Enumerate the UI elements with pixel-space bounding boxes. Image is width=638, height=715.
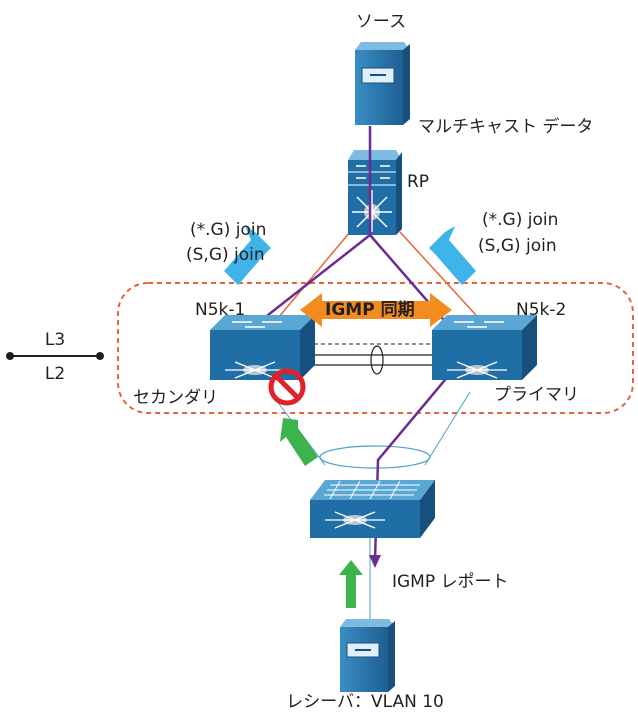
report-arrow-upper — [280, 418, 318, 466]
secondary-label: セカンダリ — [133, 388, 218, 408]
port-channel-ellipse — [319, 445, 431, 469]
uplink-n5k1 — [267, 231, 351, 331]
access-switch-icon — [310, 480, 435, 538]
source-label: ソース — [355, 12, 407, 32]
n5k-1-label: N5k-1 — [195, 300, 246, 320]
l3-l2-boundary — [6, 352, 104, 360]
join-arrow-right — [429, 226, 476, 285]
left-join-s-g-label: (S,G) join — [186, 245, 265, 265]
rp-label: RP — [407, 172, 430, 192]
join-arrow-left — [224, 226, 271, 285]
igmp-sync-arrow — [300, 293, 452, 327]
l3-label: L3 — [44, 330, 66, 350]
report-arrow-lower — [339, 560, 363, 608]
primary-label: プライマリ — [494, 385, 579, 405]
receiver-server-icon — [340, 619, 395, 692]
vpc-domain-boundary — [117, 282, 634, 414]
igmp-sync-label: IGMP 同期 — [325, 300, 415, 320]
flow-arrowhead-right — [369, 555, 381, 568]
l2-label: L2 — [44, 364, 66, 384]
rp-switch-icon — [348, 150, 402, 235]
left-join-star-g-label: (*.G) join — [190, 220, 267, 240]
right-join-star-g-label: (*.G) join — [482, 210, 559, 230]
peer-link — [300, 343, 432, 375]
blocked-forwarding-icon — [268, 368, 306, 406]
downlink-n5k2 — [424, 391, 471, 466]
uplink-n5k2 — [399, 231, 486, 326]
receiver-label: レシーバ：VLAN 10 — [286, 692, 444, 712]
right-join-s-g-label: (S,G) join — [478, 236, 557, 256]
n5k-1-switch-icon — [210, 315, 315, 380]
n5k-2-switch-icon — [432, 315, 537, 380]
igmp-report-label: IGMP レポート — [392, 572, 509, 592]
n5k-2-label: N5k-2 — [516, 300, 567, 320]
source-server-icon — [355, 42, 410, 125]
multicast-data-label: マルチキャスト データ — [418, 117, 594, 137]
